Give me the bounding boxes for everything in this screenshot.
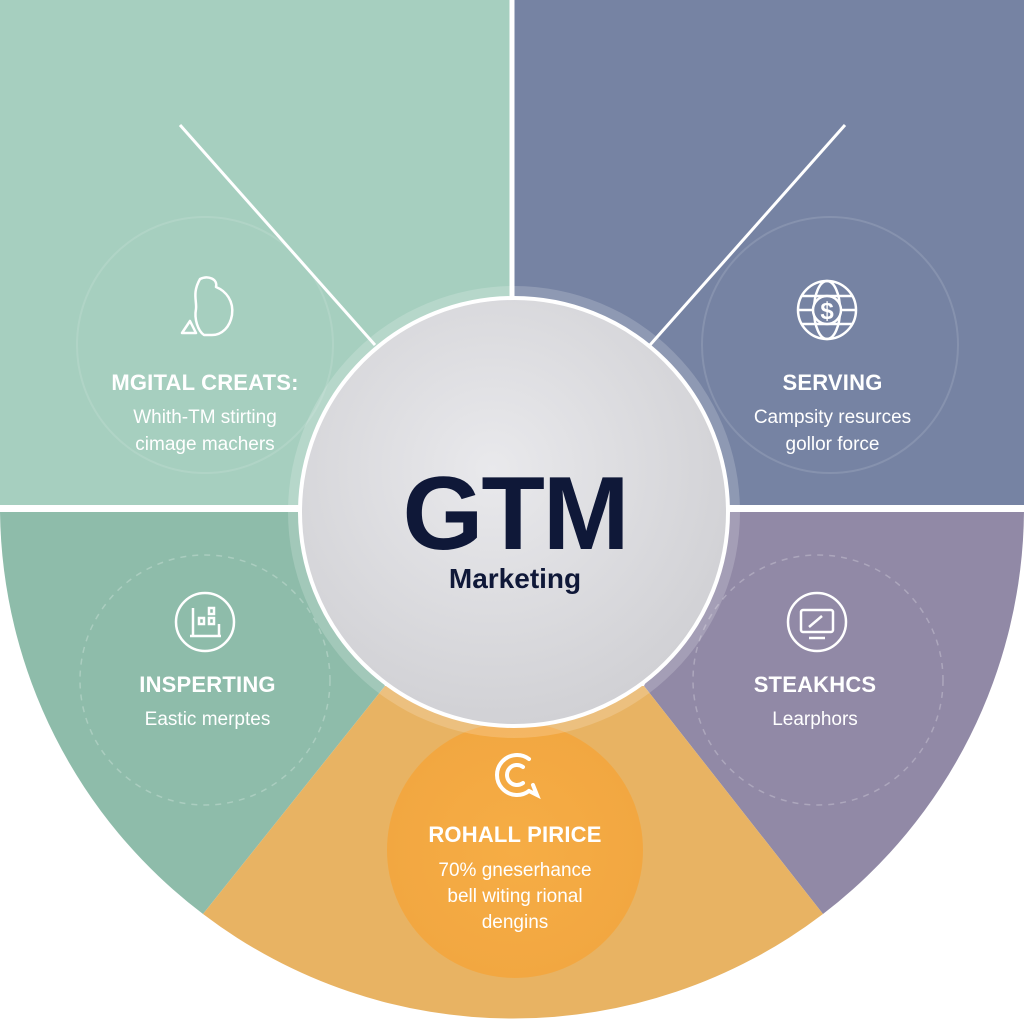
segment-desc-line: 70% gneserhance: [438, 860, 592, 881]
monitor-icon: [786, 591, 848, 653]
segment-mid-left: [0, 512, 385, 914]
ring-mid-left: [79, 554, 331, 806]
segment-label-mid-left: INSPERTING Eastic merptes: [85, 672, 330, 733]
building-chart-icon: [174, 591, 236, 653]
segment-title: ROHALL PIRICE: [428, 822, 602, 847]
segment-label-top-right: SERVING Campsity resurces gollor force: [700, 370, 965, 458]
divider-top-left: [178, 124, 377, 346]
segment-title: STEAKHCS: [753, 672, 877, 697]
ring-mid-right: [692, 554, 944, 806]
segment-label-top-left: MGITAL CREATS: Whith-TM stirting cimage …: [70, 370, 340, 458]
segment-desc-line: cimage machers: [135, 434, 275, 455]
svg-text:$: $: [820, 298, 834, 325]
segment-desc-line: Learphors: [772, 709, 858, 730]
segment-label-bottom: ROHALL PIRICE 70% gneserhance bell witin…: [390, 822, 640, 936]
vase-icon: [180, 276, 234, 337]
bottom-highlight-circle: [387, 722, 643, 978]
segment-desc-line: Whith-TM stirting: [133, 407, 277, 428]
segment-desc-line: Eastic merptes: [144, 709, 271, 730]
segment-title: INSPERTING: [139, 672, 276, 697]
segment-desc-line: bell witing rional: [447, 886, 583, 907]
segment-title: MGITAL CREATS:: [111, 370, 299, 395]
segment-desc-line: gollor force: [785, 434, 880, 455]
center-title: GTM: [402, 456, 629, 572]
segment-label-mid-right: STEAKHCS Learphors: [700, 672, 930, 733]
center-circle: [298, 296, 730, 728]
ring-top-right: [701, 216, 959, 474]
globe-dollar-icon: $: [796, 279, 858, 341]
center-subtitle: Marketing: [448, 563, 582, 594]
divider-top-right: [648, 124, 847, 346]
ring-top-left: [76, 216, 334, 474]
refresh-c-icon: [495, 753, 541, 800]
segment-desc-line: Campsity resurces: [753, 407, 912, 428]
segment-mid-right: [644, 512, 1024, 914]
segment-desc-line: dengins: [481, 912, 549, 933]
segment-title: SERVING: [782, 370, 883, 395]
